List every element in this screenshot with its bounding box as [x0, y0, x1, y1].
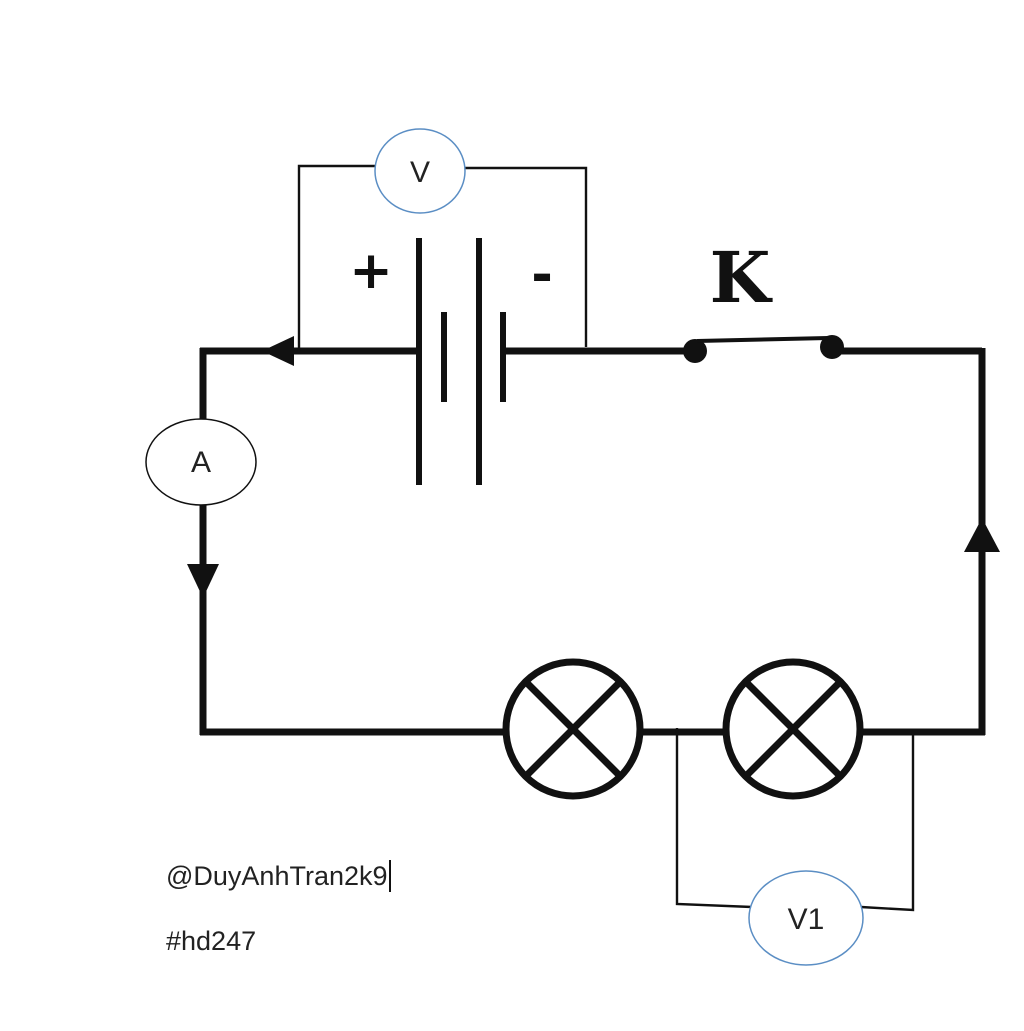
author-caption: @DuyAnhTran2k9	[166, 860, 391, 892]
ammeter-group: A	[145, 418, 257, 506]
battery-positive-sign: +	[349, 241, 393, 301]
author-text: @DuyAnhTran2k9	[166, 861, 388, 891]
arrow-down-icon	[187, 564, 219, 598]
ammeter	[145, 418, 257, 506]
switch-contact-left	[683, 339, 707, 363]
hashtag-caption: #hd247	[166, 926, 257, 956]
ammeter-label: A	[191, 446, 211, 479]
arrow-left-icon	[262, 336, 294, 366]
voltmeter-1-branch: V1	[675, 728, 915, 966]
circuit-wires	[199, 347, 986, 736]
voltmeter-lead-left	[297, 164, 378, 351]
voltmeter-1	[748, 870, 864, 966]
voltmeter-1-label: V1	[788, 903, 825, 936]
voltmeter-1-lead-left	[675, 728, 753, 909]
voltmeter-lead-right	[463, 166, 588, 347]
battery: + -	[349, 238, 553, 485]
arrow-up-icon	[964, 518, 1000, 552]
voltmeter-1-lead-right	[860, 733, 915, 912]
switch-contact-right	[820, 335, 844, 359]
voltmeter	[374, 128, 466, 214]
lamp-2	[722, 658, 864, 800]
lamp-2-cross-b	[743, 679, 843, 779]
voltmeter-branch: V	[297, 128, 588, 351]
switch-label: K	[710, 236, 773, 319]
current-arrows	[187, 336, 1000, 598]
switch: K	[683, 236, 844, 363]
lamp-1	[502, 658, 644, 800]
battery-negative-sign: -	[531, 245, 553, 305]
voltmeter-label: V	[410, 156, 430, 189]
text-cursor	[388, 860, 391, 892]
lamp-1-cross-b	[523, 679, 623, 779]
switch-lever	[696, 336, 829, 343]
